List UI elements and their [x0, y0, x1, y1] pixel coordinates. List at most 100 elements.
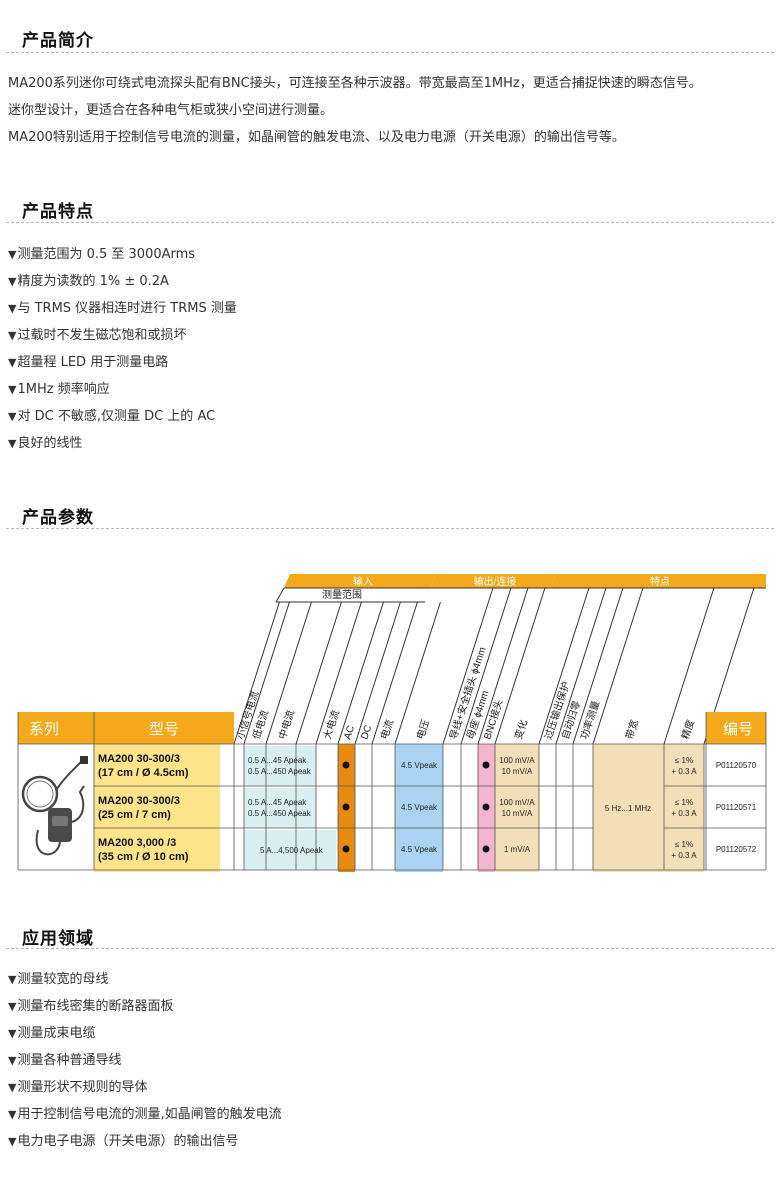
group-input-bar [284, 574, 436, 588]
header-slant-line [337, 601, 384, 745]
column-header-label: 中电流 [275, 708, 297, 741]
bnc-dot [482, 845, 490, 853]
range-high: 5 A...4,500 Apeak [260, 846, 324, 855]
down-triangle-icon: ▼ [8, 248, 17, 261]
range-mid: 0.5 A...450 Apeak [248, 767, 312, 776]
header-slant-line [394, 601, 441, 745]
down-triangle-icon: ▼ [8, 1108, 17, 1121]
feature-item: ▼过载时不发生磁芯饱和或损坏 [8, 324, 186, 343]
probe-image [21, 756, 88, 856]
header-slant-line [233, 601, 280, 745]
accuracy-value: ≤ 1% [675, 840, 693, 849]
spec-row: MA200 30-300/3(25 cm / 7 cm)0.5 A...45 A… [98, 795, 757, 821]
feature-item-text: 良好的线性 [17, 436, 83, 451]
header-series-cell [18, 712, 94, 744]
header-code-label: 编号 [723, 721, 753, 738]
application-item-text: 测量形状不规则的导体 [17, 1080, 148, 1095]
column-header-label: 变化 [511, 718, 530, 741]
voltage-value: 4.5 Vpeak [401, 845, 438, 854]
feature-item-text: 测量范围为 0.5 至 3000Arms [17, 247, 196, 262]
down-triangle-icon: ▼ [8, 1000, 17, 1013]
down-triangle-icon: ▼ [8, 1135, 17, 1148]
application-item-text: 测量各种普通导线 [17, 1053, 122, 1068]
accuracy-column-band [664, 744, 704, 872]
range-row1-band [244, 746, 316, 786]
range-row3-band [244, 830, 336, 870]
header-slant-line [494, 587, 546, 745]
column-header-label: 大电流 [320, 708, 342, 741]
voltage-value: 4.5 Vpeak [401, 761, 438, 770]
down-triangle-icon: ▼ [8, 1081, 17, 1094]
voltage-column-band [395, 744, 443, 872]
application-item-text: 测量成束电缆 [17, 1026, 96, 1041]
feature-item-text: 过载时不发生磁芯饱和或损坏 [17, 328, 187, 343]
product-code: P01120571 [716, 803, 757, 812]
ac-dot [342, 761, 350, 769]
down-triangle-icon: ▼ [8, 356, 17, 369]
intro-line-1: MA200系列迷你可绕式电流探头配有BNC接头，可连接至各种示波器。带宽最高至1… [8, 76, 702, 91]
features-divider [6, 222, 774, 223]
down-triangle-icon: ▼ [8, 437, 17, 450]
intro-line-2: 迷你型设计，更适合在各种电气柜或狭小空间进行测量。 [8, 103, 334, 118]
ac-dot [342, 803, 350, 811]
intro-line-3: MA200特别适用于控制信号电流的测量，如晶闸管的触发电流、以及电力电源（开关电… [8, 130, 625, 145]
accuracy-offset: + 0.3 A [671, 809, 697, 818]
application-item: ▼测量布线密集的断路器面板 [8, 995, 173, 1014]
range-row2-band [244, 788, 316, 828]
group-output-label: 输出/连接 [474, 575, 517, 588]
column-header-label: 电压 [413, 718, 432, 741]
header-slant-line [243, 601, 290, 745]
feature-item: ▼与 TRMS 仪器相连时进行 TRMS 测量 [8, 297, 237, 316]
down-triangle-icon: ▼ [8, 383, 17, 396]
header-slant-line [538, 587, 590, 745]
column-header-label: 带宽 [622, 718, 641, 741]
group-features-bar [550, 574, 766, 588]
range-low: 0.5 A...45 Apeak [248, 798, 307, 807]
params-divider [6, 528, 774, 529]
feature-item-text: 精度为读数的 1% ± 0.2A [17, 274, 169, 289]
model-name: MA200 30-300/3 [98, 795, 180, 807]
group-features-label: 特点 [650, 576, 670, 588]
bnc-dot [482, 803, 490, 811]
header-slant-line [477, 587, 529, 745]
bandwidth-value: 5 Hz...1 MHz [605, 804, 651, 813]
applications-divider [6, 948, 774, 949]
header-model-label: 型号 [149, 721, 179, 738]
header-code-cell [706, 712, 766, 744]
accuracy-value: ≤ 1% [675, 756, 693, 765]
model-name: MA200 3,000 /3 [98, 837, 176, 849]
down-triangle-icon: ▼ [8, 1054, 17, 1067]
bnc-dot [482, 761, 490, 769]
column-header-label: 精度 [678, 718, 697, 741]
model-size: (35 cm / Ø 10 cm) [98, 851, 189, 863]
accuracy-offset: + 0.3 A [671, 851, 697, 860]
header-slant-line [275, 587, 285, 603]
feature-item: ▼对 DC 不敏感,仅测量 DC 上的 AC [8, 405, 215, 424]
accuracy-value: ≤ 1% [675, 798, 693, 807]
header-series-label: 系列 [29, 721, 59, 738]
application-item-text: 测量布线密集的断路器面板 [17, 999, 174, 1014]
feature-item: ▼良好的线性 [8, 432, 82, 451]
model-column-band [94, 744, 220, 872]
product-code: P01120570 [716, 761, 757, 770]
spec-row: MA200 3,000 /3 (35 cm / Ø 10 cm) 5 A...4,5… [98, 837, 757, 863]
accuracy-offset: + 0.3 A [671, 767, 697, 776]
header-slant-line [354, 601, 401, 745]
ratio-column-band [495, 744, 539, 872]
model-size: (17 cm / Ø 4.5cm) [98, 767, 189, 779]
intro-divider [6, 52, 774, 53]
application-item: ▼测量各种普通导线 [8, 1049, 121, 1068]
application-item: ▼用于控制信号电流的测量,如晶闸管的触发电流 [8, 1103, 282, 1122]
header-slant-line [265, 601, 312, 745]
application-item: ▼测量成束电缆 [8, 1022, 95, 1041]
application-item: ▼电力电子电源（开关电源）的输出信号 [8, 1130, 238, 1149]
feature-item: ▼超量程 LED 用于测量电路 [8, 351, 168, 370]
column-header-label: 电流 [377, 718, 396, 741]
down-triangle-icon: ▼ [8, 410, 17, 423]
down-triangle-icon: ▼ [8, 329, 17, 342]
spec-row: MA200 30-300/3(17 cm / Ø 4.5cm)0.5 A...4… [98, 753, 757, 779]
feature-item-text: 与 TRMS 仪器相连时进行 TRMS 测量 [17, 301, 237, 316]
ratio-value: 10 mV/A [502, 767, 533, 776]
down-triangle-icon: ▼ [8, 1027, 17, 1040]
